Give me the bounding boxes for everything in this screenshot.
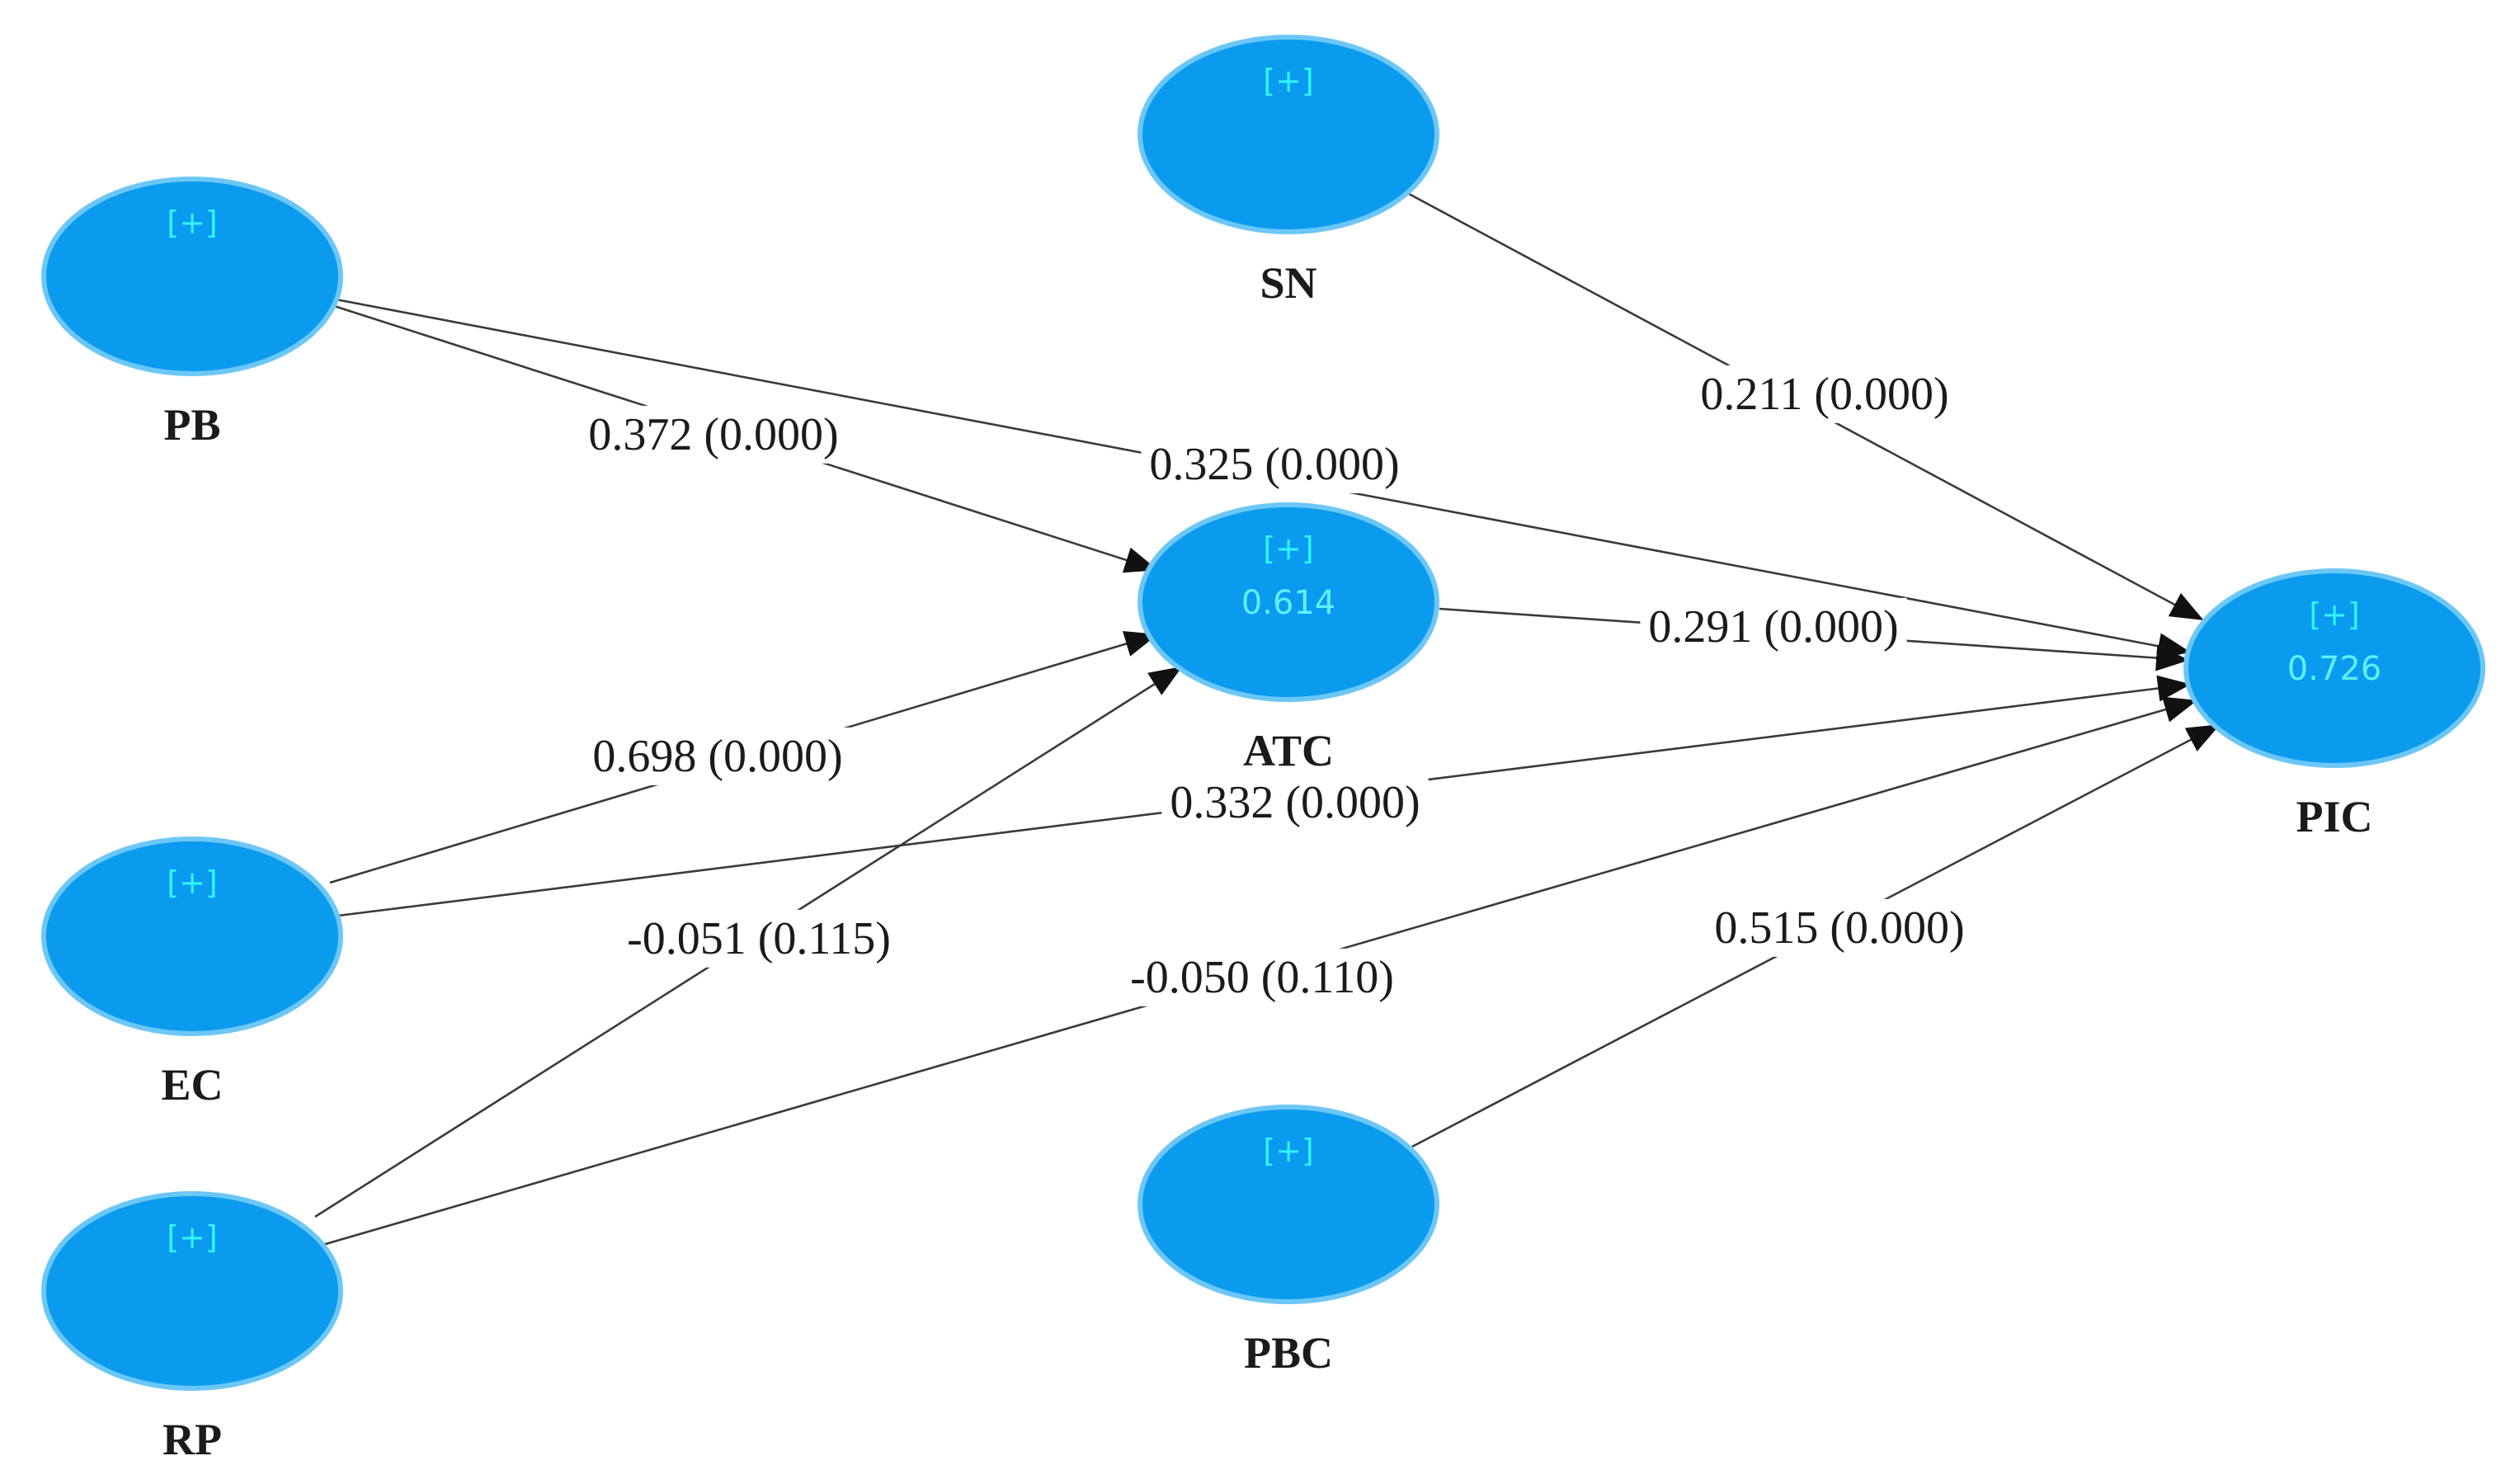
edge-labels-layer: 0.372 (0.000) 0.325 (0.000) 0.211 (0.000) 0…	[580, 365, 1973, 1006]
expand-icon[interactable]: [+]	[1263, 530, 1314, 567]
path-coefficient-label: 0.698 (0.000)	[592, 731, 842, 782]
expand-icon[interactable]: [+]	[1263, 1133, 1314, 1169]
node-label: PIC	[2296, 792, 2373, 841]
path-coefficient-label: 0.332 (0.000)	[1170, 777, 1420, 828]
node-circle[interactable]	[41, 836, 343, 1036]
node-label: PB	[163, 400, 220, 450]
node-label: EC	[161, 1060, 223, 1110]
node-label: RP	[163, 1415, 222, 1464]
node-pbc[interactable]: [+] PBC	[1138, 1105, 1439, 1378]
node-label: SN	[1260, 258, 1317, 308]
node-sn[interactable]: [+] SN	[1138, 35, 1439, 308]
node-label: PBC	[1244, 1328, 1333, 1378]
path-coefficient-label: 0.325 (0.000)	[1149, 439, 1399, 490]
path-coefficient-label: 0.211 (0.000)	[1700, 369, 1948, 420]
edge-label-pb-pic: 0.325 (0.000)	[1141, 435, 1408, 493]
node-rp[interactable]: [+] RP	[41, 1191, 343, 1464]
r-squared-value: 0.614	[1241, 584, 1336, 622]
edge-label-rp-atc: -0.051 (0.115)	[619, 909, 899, 968]
edge-label-background	[1706, 898, 1973, 957]
edge-label-background	[1122, 948, 1402, 1006]
path-coefficient-label: 0.515 (0.000)	[1714, 902, 1964, 954]
edge-label-rp-pic: -0.050 (0.110)	[1122, 948, 1402, 1006]
path-coefficient-label: 0.291 (0.000)	[1648, 601, 1898, 653]
path-coefficient-label: -0.051 (0.115)	[627, 913, 891, 964]
node-circle[interactable]	[1138, 1105, 1439, 1304]
node-circle[interactable]	[41, 1191, 343, 1391]
nodes-layer: [+]PB[+]SN[+]0.614ATC[+]0.726PIC[+]EC[+]…	[41, 35, 2485, 1464]
node-pb[interactable]: [+] PB	[41, 177, 343, 450]
edge-label-pb-atc: 0.372 (0.000)	[580, 405, 847, 464]
node-circle[interactable]	[1138, 35, 1439, 234]
edge-label-atc-pic: 0.291 (0.000)	[1640, 597, 1907, 656]
expand-icon[interactable]: [+]	[2309, 596, 2360, 633]
edge-label-background	[580, 405, 847, 464]
edge-label-ec-pic: 0.332 (0.000)	[1161, 773, 1429, 832]
edge-label-background	[1161, 773, 1429, 832]
edge-label-background	[619, 909, 899, 968]
node-ec[interactable]: [+] EC	[41, 836, 343, 1110]
expand-icon[interactable]: [+]	[167, 865, 218, 901]
edge-label-pbc-pic: 0.515 (0.000)	[1706, 898, 1973, 957]
expand-icon[interactable]: [+]	[167, 205, 218, 241]
edges-layer	[314, 192, 2221, 1247]
path-coefficient-label: -0.050 (0.110)	[1130, 952, 1394, 1003]
expand-icon[interactable]: [+]	[167, 1219, 218, 1256]
edge-label-sn-pic: 0.211 (0.000)	[1692, 365, 1957, 423]
path-coefficient-label: 0.372 (0.000)	[588, 409, 838, 460]
node-circle[interactable]	[2183, 568, 2485, 768]
expand-icon[interactable]: [+]	[1263, 63, 1314, 99]
edge-label-background	[1692, 365, 1957, 423]
edge-label-background	[584, 727, 851, 785]
node-circle[interactable]	[1138, 502, 1439, 702]
node-circle[interactable]	[41, 177, 343, 376]
node-label: ATC	[1243, 726, 1334, 775]
edge-label-background	[1640, 597, 1907, 656]
edge-label-ec-atc: 0.698 (0.000)	[584, 727, 851, 785]
edge-label-background	[1141, 435, 1408, 493]
r-squared-value: 0.726	[2287, 650, 2382, 688]
